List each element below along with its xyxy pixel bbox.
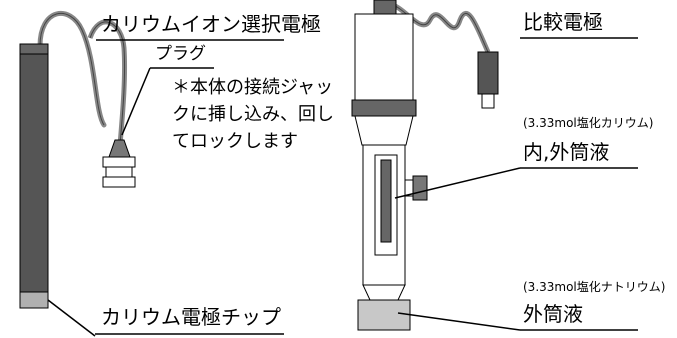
tube-neck [362, 284, 406, 301]
outer-solution-note: (3.33mol塩化ナトリウム) [523, 280, 666, 294]
cable-plug [477, 51, 499, 95]
outer-solution-label: 外筒液 [523, 302, 583, 326]
electrode-cap [354, 13, 414, 101]
label-lines [47, 37, 638, 337]
cable-plug-pin [481, 93, 495, 109]
cable-coil-outline [384, 4, 489, 53]
cable-entry [373, 0, 397, 15]
electrode-band [351, 99, 417, 117]
potassium-tip-label: カリウム電極チップ [101, 305, 281, 329]
electrode-top-band [19, 43, 49, 55]
plug-note-line-2: クに挿し込み、回し [172, 104, 334, 125]
plug-label: プラグ [155, 44, 206, 64]
side-port-cap [412, 175, 428, 201]
tip-leader [47, 299, 96, 337]
cable-loop-outline [39, 12, 105, 126]
potassium-electrode-title: カリウムイオン選択電極 [101, 12, 321, 36]
plug-body [102, 156, 136, 168]
inner-outer-leader [394, 167, 521, 199]
inner-outer-solution-label: 内,外筒液 [523, 140, 610, 164]
outer-leader [397, 312, 521, 331]
potassium-electrode [19, 10, 136, 309]
electrode-collar [354, 115, 414, 146]
cable-coil-outline [89, 21, 126, 146]
plug-ring [105, 166, 133, 178]
inner-element [380, 159, 392, 243]
plug-cone [108, 139, 131, 158]
plug-ring [102, 176, 136, 188]
electrode-body [19, 43, 49, 293]
electrode-tip [19, 291, 49, 309]
tip-sleeve [357, 299, 411, 331]
inner-solution-note: (3.33mol塩化カリウム) [523, 116, 654, 130]
reference-electrode-title: 比較電極 [523, 10, 603, 34]
plug-leader [121, 67, 151, 136]
reference-electrode [351, 0, 499, 331]
plug-note-line-3: てロックします [172, 131, 298, 152]
plug-note-line-1: ＊本体の接続ジャッ [172, 77, 334, 98]
